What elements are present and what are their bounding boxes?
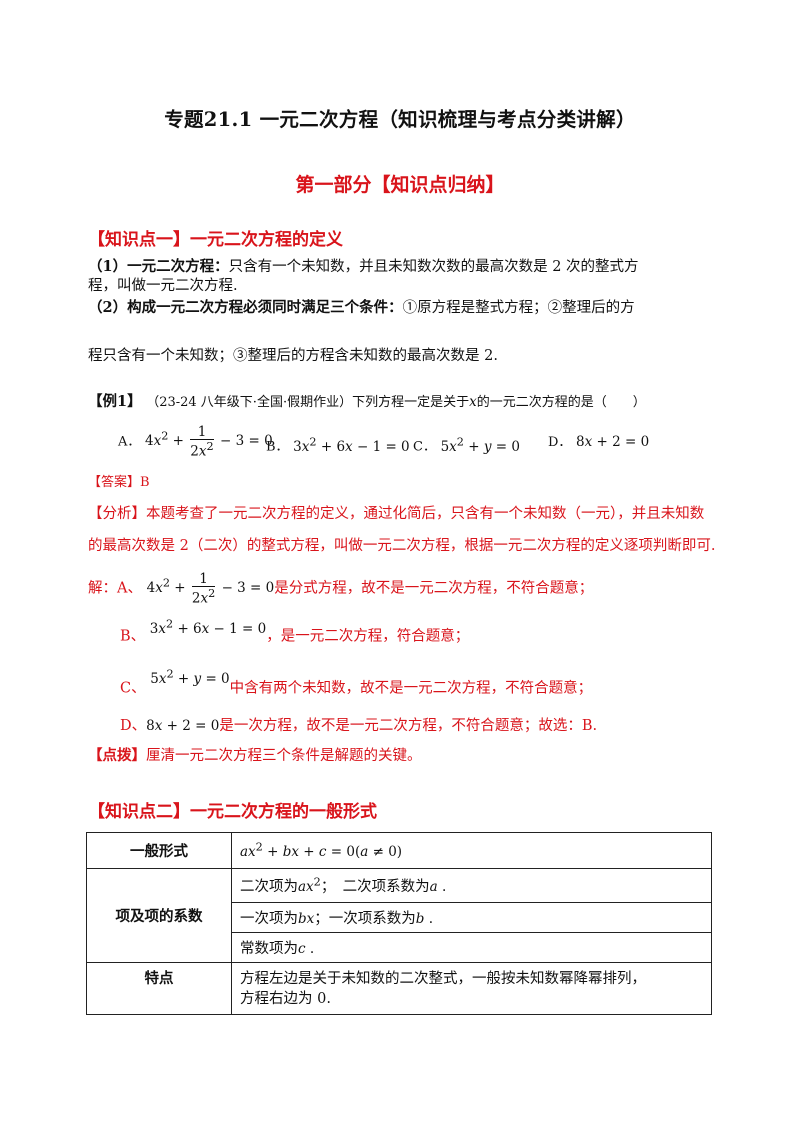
row2-label: 项及项的系数 — [86, 868, 232, 963]
option-b-equation: 3x2 + 6x − 1 = 0 — [293, 435, 410, 455]
solution-c-equation: 5x2 + y = 0 — [150, 667, 230, 687]
kp2-heading: 【知识点二】一元二次方程的一般形式 — [88, 802, 377, 822]
example-question-b: 的一元二次方程的是（ ） — [476, 395, 646, 410]
row3-value: 方程左边是关于未知数的二次整式，一般按未知数幂降幂排列， 方程右边为 0. — [231, 962, 712, 1015]
general-form-equation: ax2 + bx + c = 0(a ≠ 0) — [240, 840, 403, 861]
quadratic-coef: a . — [429, 879, 447, 895]
linear-term-label: 一次项为 — [240, 911, 298, 927]
row2-line3: 常数项为c . — [231, 932, 712, 963]
solution-a-text: 是分式方程，故不是一元二次方程，不符合题意； — [274, 580, 594, 597]
option-c-label: C． — [413, 439, 436, 455]
linear-coef: b . — [415, 911, 434, 927]
option-d: D． 8x + 2 = 0 — [548, 432, 649, 453]
table-row: 特点 方程左边是关于未知数的二次整式，一般按未知数幂降幂排列， 方程右边为 0. — [86, 962, 712, 1015]
solution-c-text: 中含有两个未知数，故不是一元二次方程，不符合题意； — [229, 680, 593, 697]
feature-line2: 方程右边为 0. — [240, 990, 331, 1007]
linear-term: bx — [298, 911, 315, 927]
kp1-p2-text-a: ①原方程是整式方程；②整理后的方 — [402, 300, 635, 316]
constant-term-label: 常数项为 — [240, 941, 298, 957]
option-b: B． 3x2 + 6x − 1 = 0 — [266, 432, 410, 458]
quadratic-coef-label: ； 二次项系数为 — [320, 879, 430, 895]
part-heading: 第一部分【知识点归纳】 — [295, 174, 505, 196]
kp1-p2-text-b: 程只含有一个未知数；③整理后的方程含未知数的最高次数是 2. — [88, 348, 498, 364]
table-row: 常数项为c . — [87, 932, 712, 963]
solution-b-equation: 3x2 + 6x − 1 = 0 — [149, 617, 267, 637]
solution-prefix: 解：A、 — [88, 580, 142, 597]
table-row: 一次项为bx；一次项系数为b . — [87, 902, 712, 933]
kp1-p1-line1: （1）一元二次方程：只含有一个未知数，并且未知数次数的最高次数是 2 次的整式方 — [88, 257, 639, 277]
tip-text: 厘清一元二次方程三个条件是解题的关键。 — [146, 748, 422, 764]
solution-b: B、 3x2 + 6x − 1 = 0，是一元二次方程，符合题意； — [120, 617, 470, 647]
kp1-p1-label: （1）一元二次方程： — [88, 258, 229, 275]
answer: 【答案】B — [88, 475, 150, 490]
row1-label: 一般形式 — [86, 832, 232, 869]
quadratic-term-label: 二次项为 — [240, 879, 298, 895]
table-row: 一般形式 ax2 + bx + c = 0(a ≠ 0) — [86, 832, 712, 869]
solution-b-prefix: B、 — [120, 628, 146, 645]
example-label: 【例1】 — [88, 393, 142, 410]
quadratic-term: ax2 — [298, 875, 321, 896]
row1-value: ax2 + bx + c = 0(a ≠ 0) — [231, 832, 712, 869]
kp1-p1-text-b: 程，叫做一元二次方程. — [88, 278, 238, 294]
page-title: 专题21.1 一元二次方程（知识梳理与考点分类讲解） — [164, 108, 636, 131]
row3-label: 特点 — [86, 962, 232, 1015]
option-a-label: A． — [118, 434, 141, 450]
example-question: 【例1】 （23-24 八年级下·全国·假期作业）下列方程一定是关于x的一元二次… — [88, 392, 646, 413]
solution-b-text: ，是一元二次方程，符合题意； — [266, 628, 470, 645]
linear-coef-label: ；一次项系数为 — [314, 911, 416, 927]
solution-d-equation: 8x + 2 = 0 — [146, 718, 220, 734]
tip: 【点拨】厘清一元二次方程三个条件是解题的关键。 — [88, 746, 422, 766]
general-form-table: 一般形式 ax2 + bx + c = 0(a ≠ 0) 项及项的系数 二次项为… — [86, 832, 712, 1015]
example-source: （23-24 八年级下·全国·假期作业） — [146, 395, 353, 410]
option-c-equation: 5x2 + y = 0 — [440, 435, 520, 455]
analysis-line2: 的最高次数是 2（二次）的整式方程，叫做一元二次方程，根据一元二次方程的定义逐项… — [88, 538, 716, 554]
solution-c-prefix: C、 — [120, 680, 146, 697]
tip-label: 【点拨】 — [88, 747, 146, 764]
solution-c: C、 5x2 + y = 0中含有两个未知数，故不是一元二次方程，不符合题意； — [120, 667, 593, 699]
row2-line2: 一次项为bx；一次项系数为b . — [231, 902, 712, 933]
option-b-label: B． — [266, 439, 289, 455]
option-d-label: D． — [548, 435, 572, 450]
kp1-p2-label: （2）构成一元二次方程必须同时满足三个条件： — [88, 299, 403, 316]
solution-d-text: 是一次方程，故不是一元二次方程，不符合题意；故选：B. — [219, 718, 598, 734]
option-c: C． 5x2 + y = 0 — [413, 432, 520, 458]
kp1-heading: 【知识点一】一元二次方程的定义 — [88, 230, 343, 250]
row2-line1: 二次项为ax2； 二次项系数为a . — [231, 868, 712, 903]
solution-d-prefix: D、 — [120, 718, 147, 734]
kp1-p2-line1: （2）构成一元二次方程必须同时满足三个条件：①原方程是整式方程；②整理后的方 — [88, 298, 635, 318]
constant-term: c . — [298, 941, 315, 957]
example-question-var: x — [469, 394, 477, 410]
kp1-p1-text-a: 只含有一个未知数，并且未知数次数的最高次数是 2 次的整式方 — [228, 259, 639, 275]
example-question-a: 下列方程一定是关于 — [352, 395, 470, 410]
solution-d: D、8x + 2 = 0是一次方程，故不是一元二次方程，不符合题意；故选：B. — [120, 716, 597, 736]
analysis-line1: 【分析】本题考查了一元二次方程的定义，通过化简后，只含有一个未知数（一元），并且… — [88, 506, 705, 522]
option-d-equation: 8x + 2 = 0 — [576, 434, 650, 450]
feature-line1: 方程左边是关于未知数的二次整式，一般按未知数幂降幂排列， — [240, 970, 646, 987]
table-row: 项及项的系数 二次项为ax2； 二次项系数为a . — [86, 868, 712, 963]
